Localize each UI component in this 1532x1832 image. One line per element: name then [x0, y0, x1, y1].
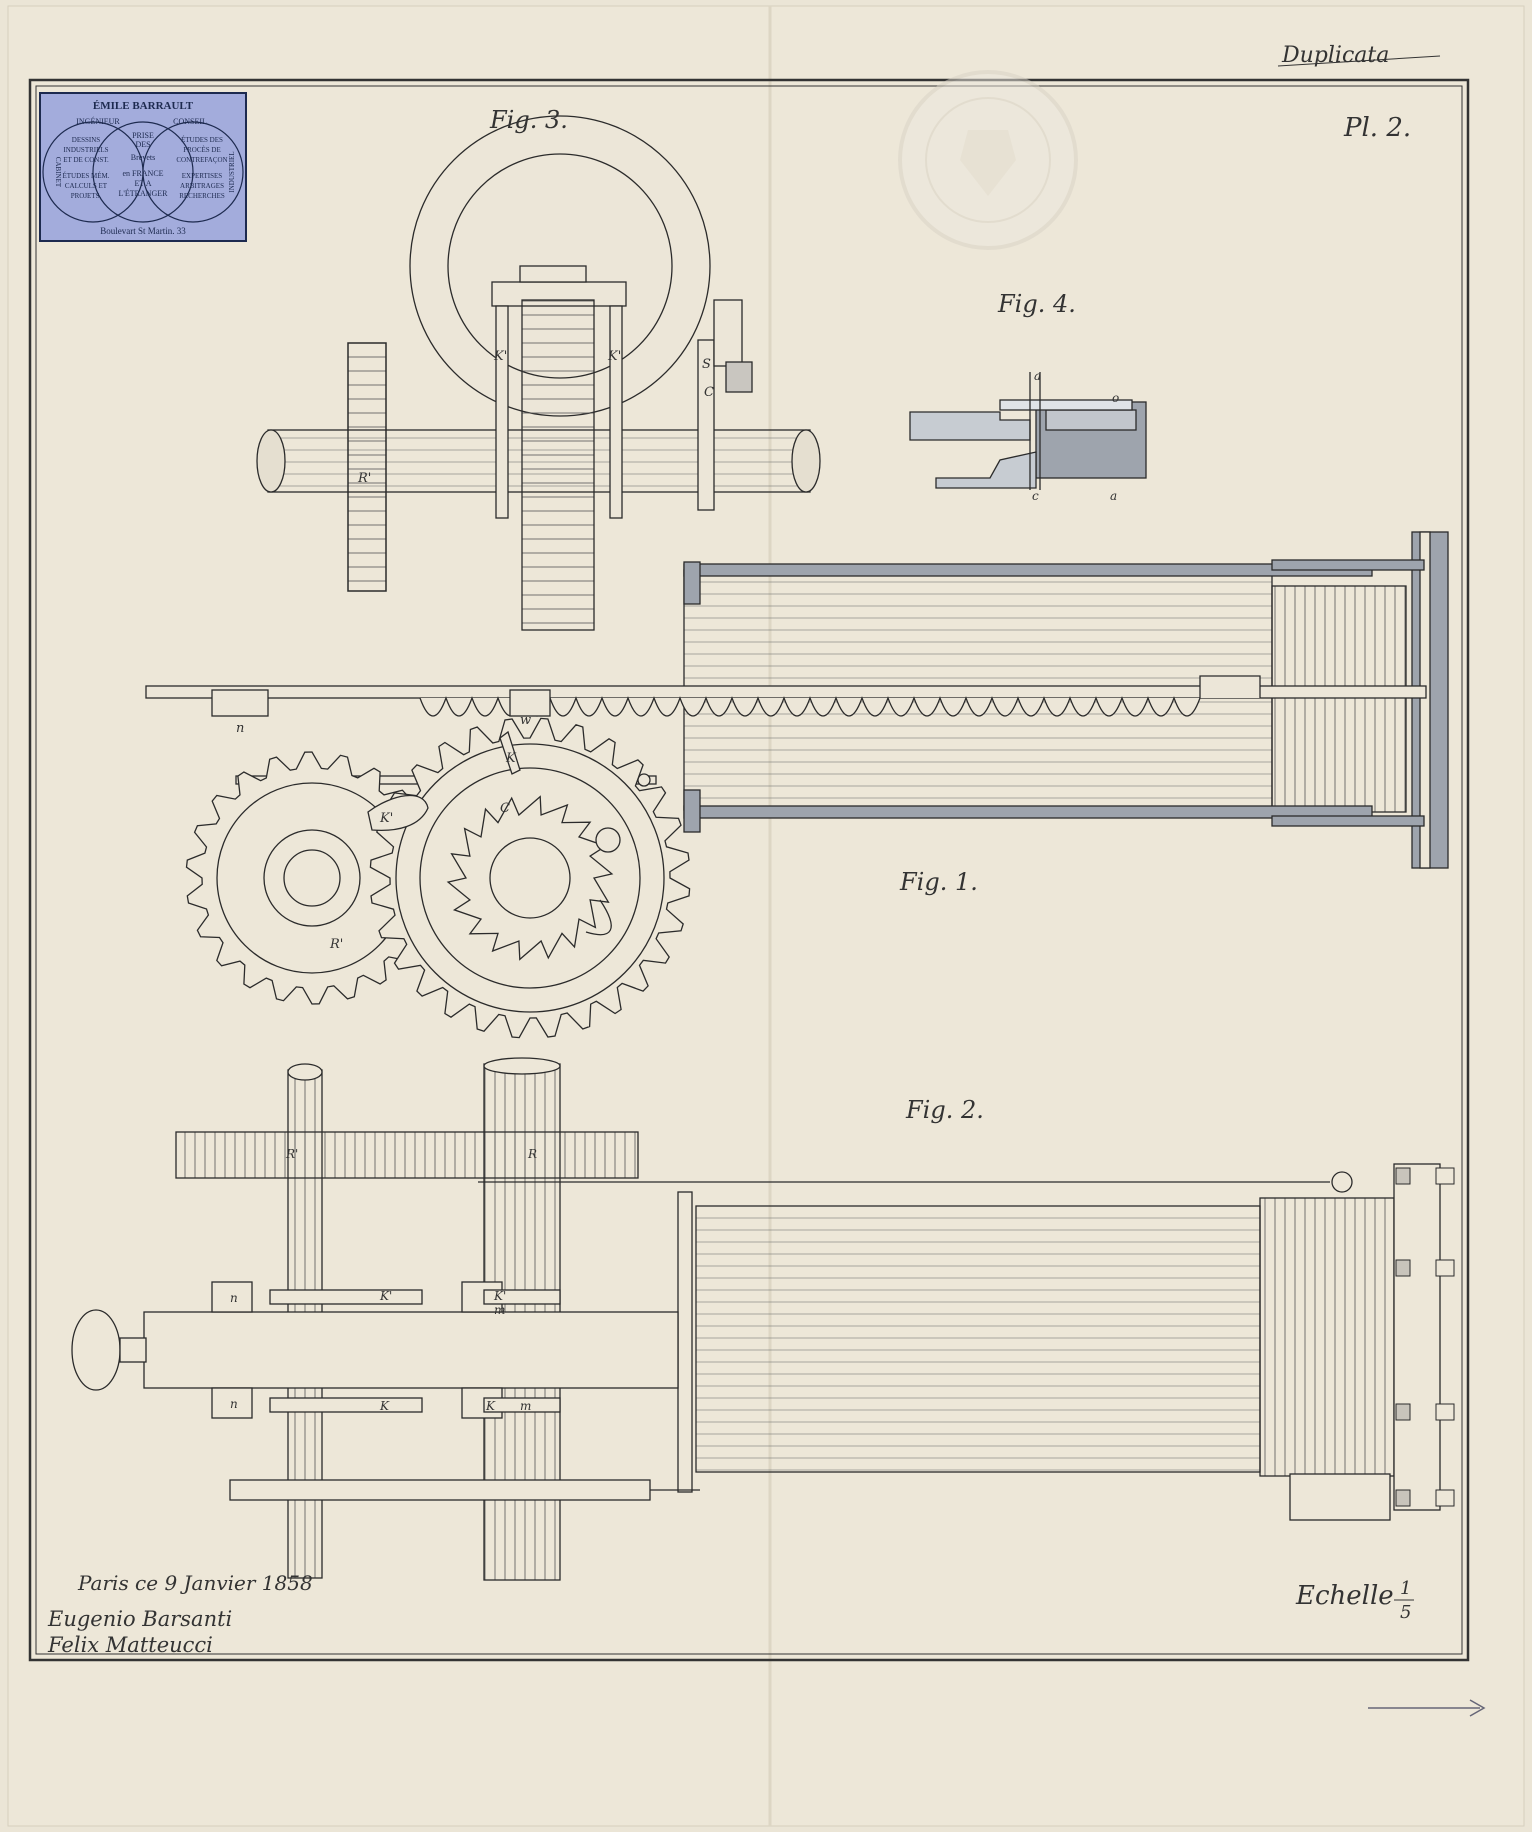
part-label: R': [329, 937, 343, 952]
part-label: w: [520, 713, 531, 728]
stamp-name: ÉMILE BARRAULT: [93, 100, 194, 112]
figure-1-part-labels: n wK K' C R': [236, 713, 531, 952]
stamp-right-line: ARBITRAGES: [180, 182, 224, 190]
figure-2: [71, 1057, 1441, 1581]
part-label: K: [379, 1399, 390, 1413]
stamp-right-line: EXPERTISES: [182, 172, 223, 180]
stamp-left-side: CABINET: [54, 157, 62, 188]
duplicata-label: Duplicata: [1281, 43, 1389, 68]
figure-4: [909, 372, 1147, 490]
bolt-head: [1435, 1167, 1455, 1185]
stamp-left-line: ET DE CONST.: [63, 156, 109, 164]
stamp-center-line: L'ÉTRANGER: [119, 188, 169, 198]
stamp-right-column: ÉTUDES DES PROCÈS DE CONTREFAÇON EXPERTISES…: [176, 136, 227, 200]
signature-matteucci: Felix Matteucci: [47, 1633, 213, 1657]
fig2-caption: Fig. 2.: [905, 1096, 984, 1124]
fig3-caption: Fig. 3.: [489, 106, 568, 134]
figure-3: [256, 115, 821, 631]
stamp-left-column: DESSINS INDUSTRIELS ET DE CONST. ÉTUDES MÉM…: [62, 136, 109, 200]
part-label: K': [607, 349, 621, 364]
figure-3-part-labels: K' K' R' SC: [357, 349, 714, 486]
scale-note: Echelle 1 5: [1295, 1578, 1414, 1623]
stamp-right-role: CONSEIL: [173, 117, 207, 126]
part-label: n: [236, 721, 244, 736]
part-label: K': [379, 811, 393, 826]
stamp-center-line: PRISE: [132, 131, 154, 140]
fig4-caption: Fig. 4.: [997, 290, 1076, 318]
stamp-left-line: INDUSTRIELS: [63, 146, 108, 154]
part-label: K': [379, 1289, 392, 1303]
scale-label: Echelle: [1295, 1581, 1394, 1611]
part-label: K: [485, 1399, 496, 1413]
part-label: a: [1034, 369, 1041, 383]
part-label: n: [230, 1291, 238, 1305]
stamp-left-line: CALCULS ET: [65, 182, 108, 190]
stamp-left-role: INGÉNIEUR: [76, 116, 120, 126]
bolt-head: [1435, 1403, 1455, 1421]
bolt-nut: [1395, 1167, 1411, 1185]
part-label: n: [230, 1397, 238, 1411]
part-label: a: [1110, 489, 1117, 503]
stamp-center-line: ET A: [135, 179, 152, 188]
stamp-left-line: DESSINS: [72, 136, 101, 144]
signature-barsanti: Eugenio Barsanti: [47, 1607, 232, 1631]
stamp-center-line: en FRANCE: [122, 169, 163, 178]
stamp-center-line: DES: [135, 140, 150, 149]
stamp-left-line: PROJETS.: [71, 192, 102, 200]
stamp-right-line: PROCÈS DE: [183, 146, 221, 154]
part-label: m: [494, 1303, 505, 1317]
bolt-head: [1435, 1259, 1455, 1277]
bolt-nut: [1395, 1259, 1411, 1277]
part-label: K': [493, 1289, 506, 1303]
stamp-left-line: ÉTUDES MÉM.: [62, 172, 109, 180]
figure-2-bolts: [1395, 1167, 1455, 1507]
part-label: C: [704, 385, 714, 400]
part-label: K': [493, 349, 507, 364]
bolt-nut: [1395, 1489, 1411, 1507]
part-label: C: [500, 801, 510, 816]
part-label: R': [285, 1147, 298, 1161]
part-label: c: [1032, 489, 1039, 503]
date-line: Paris ce 9 Janvier 1858: [77, 1571, 313, 1595]
plate-number: Pl. 2.: [1343, 113, 1411, 143]
stamp-right-line: ÉTUDES DES: [181, 136, 223, 144]
part-label: o: [1112, 391, 1119, 405]
scale-denominator: 5: [1400, 1602, 1411, 1623]
bolt-head: [1435, 1489, 1455, 1507]
figure-1: [145, 531, 1449, 1039]
outer-frame: [28, 78, 1470, 1662]
scale-numerator: 1: [1400, 1578, 1411, 1599]
part-label: R: [527, 1147, 537, 1161]
part-label: m: [520, 1399, 531, 1413]
stamp-center-line: Brevets: [131, 153, 155, 162]
fig1-caption: Fig. 1.: [899, 868, 978, 896]
inner-frame: [35, 85, 1463, 1655]
stamp-right-line: RECHERCHES: [179, 192, 225, 200]
part-label: K: [505, 751, 517, 766]
part-label: R': [357, 471, 371, 486]
bolt-nut: [1395, 1403, 1411, 1421]
stamp-right-side: INDUSTRIEL: [228, 151, 236, 192]
engineer-stamp: ÉMILE BARRAULT INGÉNIEUR CONSEIL CABINET…: [39, 92, 247, 242]
stamp-right-line: CONTREFAÇON: [176, 156, 227, 164]
figure-4-part-labels: a o c a: [1032, 369, 1119, 503]
arrow-mark: [1368, 1699, 1486, 1717]
stamp-address: Boulevart St Martin. 33: [100, 226, 186, 236]
duplicata-underline: [1277, 55, 1441, 67]
part-label: S: [702, 357, 711, 372]
embossed-seal: [898, 70, 1078, 250]
